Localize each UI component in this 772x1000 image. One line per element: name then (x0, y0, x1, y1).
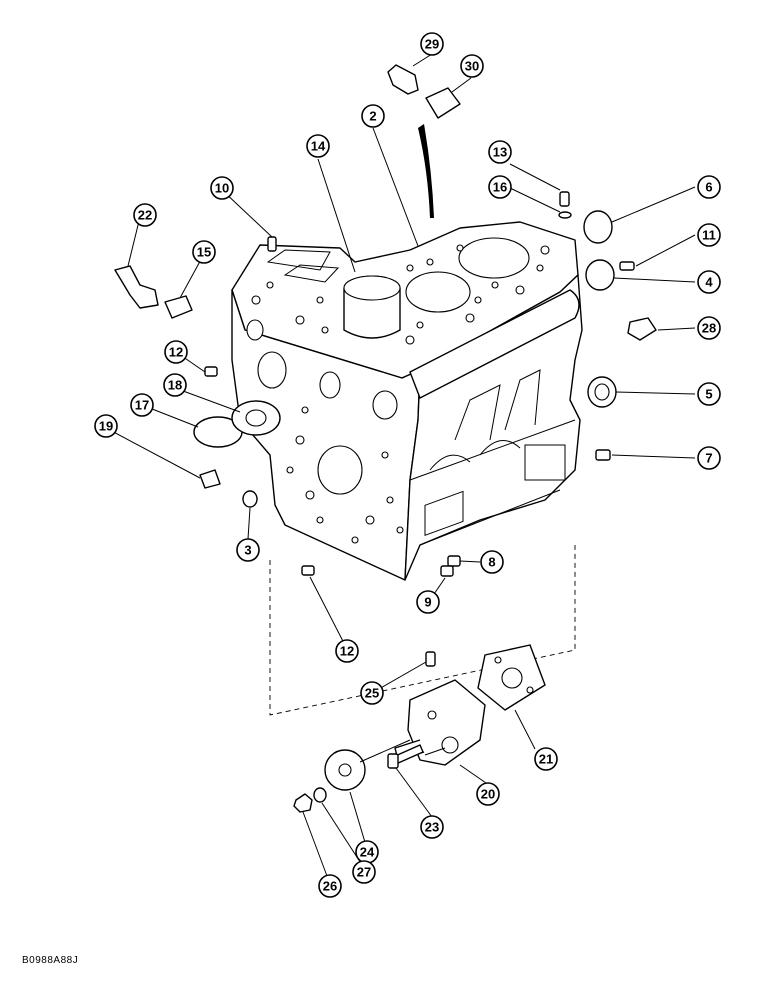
svg-text:23: 23 (425, 820, 439, 835)
callout-21: 21 (534, 747, 558, 771)
svg-text:9: 9 (424, 595, 431, 610)
callout-6: 6 (697, 175, 721, 199)
svg-text:6: 6 (705, 180, 712, 195)
svg-text:27: 27 (357, 865, 371, 880)
callout-7: 7 (697, 446, 721, 470)
svg-text:11: 11 (702, 228, 716, 243)
svg-text:4: 4 (705, 275, 713, 290)
callout-19: 19 (94, 414, 118, 438)
svg-text:13: 13 (493, 145, 507, 160)
callout-16: 16 (488, 175, 512, 199)
svg-text:30: 30 (465, 59, 479, 74)
callout-29: 29 (420, 32, 444, 56)
svg-text:28: 28 (702, 321, 716, 336)
svg-text:5: 5 (705, 387, 712, 402)
callout-26: 26 (318, 874, 342, 898)
callout-4: 4 (697, 270, 721, 294)
svg-text:29: 29 (425, 37, 439, 52)
svg-text:8: 8 (488, 555, 495, 570)
callout-17: 17 (130, 393, 154, 417)
cylinder-block (231, 221, 583, 581)
svg-text:24: 24 (360, 845, 375, 860)
svg-text:17: 17 (135, 398, 149, 413)
callout-28: 28 (697, 316, 721, 340)
svg-text:3: 3 (244, 543, 251, 558)
callout-27: 27 (352, 860, 376, 884)
callout-8: 8 (480, 550, 504, 574)
callout-14: 14 (306, 134, 330, 158)
callout-22: 23 (420, 815, 444, 839)
svg-text:22: 22 (138, 208, 152, 223)
drawing-code: B0988A88J (22, 955, 79, 966)
svg-text:7: 7 (705, 451, 712, 466)
svg-text:20: 20 (481, 787, 495, 802)
callout-20: 20 (476, 782, 500, 806)
svg-text:16: 16 (493, 180, 507, 195)
callout-11: 11 (697, 223, 721, 247)
deck-holes (251, 244, 550, 345)
callout-3: 3 (236, 538, 260, 562)
callout-18: 18 (163, 373, 187, 397)
callout-10: 10 (210, 176, 234, 200)
callout-13: 13 (488, 140, 512, 164)
svg-text:2: 2 (369, 109, 376, 124)
svg-text:26: 26 (323, 879, 337, 894)
svg-text:14: 14 (311, 139, 326, 154)
callout-24: 24 (355, 840, 379, 864)
svg-text:19: 19 (99, 419, 113, 434)
callout-30: 30 (460, 54, 484, 78)
callout-25: 25 (360, 681, 384, 705)
oil-pump-assembly (269, 545, 576, 813)
callouts: 29 30 2 14 13 16 10 6 22 11 15 4 28 12 1… (94, 32, 721, 898)
callout-2: 2 (361, 104, 385, 128)
callout-12b: 12 (335, 639, 359, 663)
front-face-holes (246, 319, 404, 544)
callout-5: 5 (697, 382, 721, 406)
callout-12a: 12 (164, 340, 188, 364)
svg-text:12: 12 (169, 345, 183, 360)
callout-23: 22 (133, 203, 157, 227)
callout-15: 15 (192, 240, 216, 264)
loose-parts (114, 64, 657, 577)
svg-text:12: 12 (340, 644, 354, 659)
svg-text:21: 21 (539, 752, 553, 767)
svg-text:10: 10 (215, 181, 229, 196)
svg-text:18: 18 (168, 378, 182, 393)
svg-text:25: 25 (365, 686, 379, 701)
svg-text:15: 15 (197, 245, 211, 260)
callout-9: 9 (416, 590, 440, 614)
